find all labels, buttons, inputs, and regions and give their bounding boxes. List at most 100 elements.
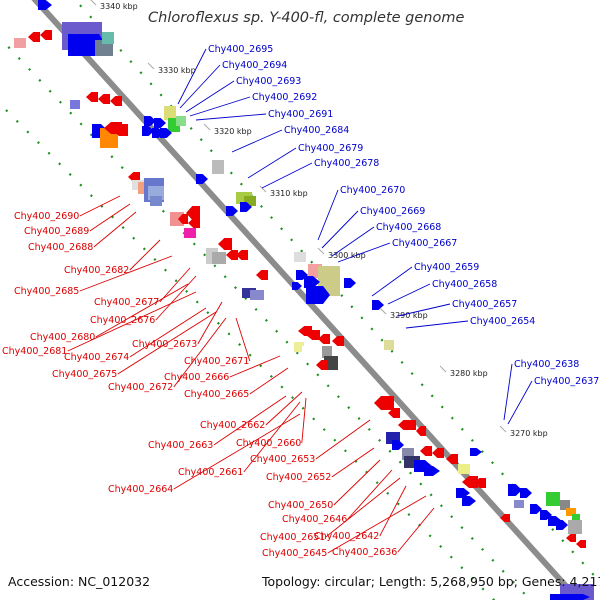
fwd-leader-14 bbox=[387, 283, 431, 305]
gene-arrow-92 bbox=[514, 500, 524, 508]
fwd-gene-label-11: Chy400_2668 bbox=[376, 222, 441, 233]
gene-arrow-94 bbox=[560, 500, 570, 510]
rev-leader-29 bbox=[397, 507, 435, 553]
gene-arrow-12 bbox=[70, 100, 80, 109]
rev-gene-label-4: Chy400_2682 bbox=[64, 265, 129, 276]
rev-gene-label-6: Chy400_2677 bbox=[94, 297, 159, 308]
gene-arrow-97 bbox=[530, 504, 542, 514]
scale-tick-mark-8 bbox=[499, 425, 507, 433]
fwd-leader-2 bbox=[179, 64, 221, 109]
gene-arrow-41 bbox=[184, 228, 196, 238]
rev-leader-28 bbox=[327, 495, 427, 554]
gene-arrow-65 bbox=[322, 346, 332, 358]
fwd-leader-3 bbox=[185, 80, 235, 113]
rev-leader-23 bbox=[331, 447, 375, 478]
rev-gene-label-8: Chy400_2680 bbox=[30, 332, 95, 343]
gene-arrow-50 bbox=[250, 290, 264, 300]
rev-gene-label-22: Chy400_2664 bbox=[108, 484, 173, 495]
fwd-leader-6 bbox=[231, 129, 283, 153]
fwd-gene-label-13: Chy400_2659 bbox=[414, 262, 479, 273]
fwd-leader-15 bbox=[397, 303, 451, 317]
scale-tick-label-3: 3320 kbp bbox=[214, 127, 252, 136]
rev-gene-label-19: Chy400_2660 bbox=[236, 438, 301, 449]
gene-arrow-4 bbox=[14, 38, 26, 48]
fwd-gene-label-6: Chy400_2684 bbox=[284, 125, 349, 136]
scale-tick-mark-3 bbox=[203, 123, 211, 131]
scale-tick-mark-1 bbox=[90, 0, 97, 6]
gene-arrow-46 bbox=[226, 250, 238, 260]
rev-leader-1 bbox=[79, 195, 121, 217]
scale-tick-mark-2 bbox=[147, 62, 155, 70]
rev-gene-label-23: Chy400_2652 bbox=[266, 472, 331, 483]
scale-tick-label-4: 3310 kbp bbox=[270, 189, 308, 198]
gene-arrow-33 bbox=[150, 196, 162, 206]
rev-gene-label-5: Chy400_2685 bbox=[14, 286, 79, 297]
gene-arrow-28 bbox=[128, 172, 140, 182]
rev-leader-11 bbox=[129, 307, 207, 358]
fwd-gene-label-18: Chy400_2637 bbox=[534, 376, 599, 387]
gene-arrow-71 bbox=[388, 408, 400, 418]
scale-tick-label-5: 3300 kbp bbox=[328, 251, 366, 260]
gene-arrow-10 bbox=[98, 94, 110, 104]
rev-leader-10 bbox=[197, 301, 223, 345]
genome-summary-text: Topology: circular; Length: 5,268,950 bp… bbox=[262, 574, 600, 589]
rev-gene-label-27: Chy400_2642 bbox=[314, 531, 379, 542]
gene-arrow-25 bbox=[196, 174, 208, 184]
gene-arrow-93 bbox=[546, 492, 560, 506]
fwd-leader-9 bbox=[317, 189, 339, 241]
fwd-leader-5 bbox=[195, 113, 267, 121]
gene-arrow-45 bbox=[212, 252, 226, 264]
gene-arrow-79 bbox=[424, 466, 440, 476]
fwd-gene-label-7: Chy400_2679 bbox=[298, 143, 363, 154]
rev-leader-17 bbox=[265, 391, 303, 426]
gene-arrow-91 bbox=[520, 488, 532, 498]
gene-arrow-55 bbox=[304, 276, 320, 288]
gene-arrow-17 bbox=[144, 116, 156, 126]
fwd-leader-17 bbox=[503, 363, 513, 421]
rev-leader-5 bbox=[79, 255, 173, 292]
rev-leader-22 bbox=[173, 413, 301, 490]
gene-arrow-88 bbox=[462, 496, 476, 506]
gene-arrow-16 bbox=[112, 124, 128, 136]
fwd-leader-18 bbox=[507, 380, 533, 425]
scale-tick-label-2: 3330 kbp bbox=[158, 66, 196, 75]
rev-leader-12 bbox=[117, 311, 217, 375]
rev-gene-label-9: Chy400_2681 bbox=[2, 346, 67, 357]
gene-arrow-56 bbox=[306, 286, 330, 304]
rev-leader-27 bbox=[379, 485, 407, 537]
rev-leader-19 bbox=[301, 397, 307, 444]
gene-arrow-90 bbox=[508, 484, 522, 496]
fwd-gene-label-8: Chy400_2678 bbox=[314, 158, 379, 169]
gene-arrow-84 bbox=[458, 464, 470, 474]
rev-leader-13 bbox=[235, 317, 251, 362]
gene-arrow-87 bbox=[456, 488, 470, 498]
gene-arrow-18 bbox=[154, 118, 166, 128]
gene-arrow-72 bbox=[398, 420, 410, 430]
gene-features bbox=[14, 0, 594, 600]
gene-arrow-104 bbox=[500, 514, 510, 522]
scale-tick-label-6: 3290 kbp bbox=[390, 311, 428, 320]
rev-gene-label-26: Chy400_2651 bbox=[260, 532, 325, 543]
rev-gene-label-12: Chy400_2675 bbox=[52, 369, 117, 380]
rev-leader-2 bbox=[89, 203, 131, 232]
rev-gene-label-21: Chy400_2653 bbox=[250, 454, 315, 465]
gene-arrow-9 bbox=[86, 92, 98, 102]
rev-leader-8 bbox=[95, 283, 189, 338]
accession-text: Accession: NC_012032 bbox=[8, 574, 151, 589]
fwd-gene-label-17: Chy400_2638 bbox=[514, 359, 579, 370]
rev-gene-label-15: Chy400_2666 bbox=[164, 372, 229, 383]
gene-arrow-57 bbox=[292, 282, 302, 290]
fwd-leader-8 bbox=[261, 162, 313, 189]
gene-arrow-82 bbox=[432, 448, 444, 458]
fwd-leader-12 bbox=[337, 242, 391, 263]
gene-arrow-48 bbox=[256, 270, 268, 280]
scale-tick-label-8: 3270 kbp bbox=[510, 429, 548, 438]
gene-arrow-81 bbox=[420, 446, 432, 456]
fwd-leader-1 bbox=[177, 48, 207, 105]
gene-arrow-68 bbox=[372, 300, 384, 310]
rev-leader-7 bbox=[155, 275, 197, 321]
scale-tick-mark-6 bbox=[379, 307, 387, 315]
fwd-gene-label-3: Chy400_2693 bbox=[236, 76, 301, 87]
